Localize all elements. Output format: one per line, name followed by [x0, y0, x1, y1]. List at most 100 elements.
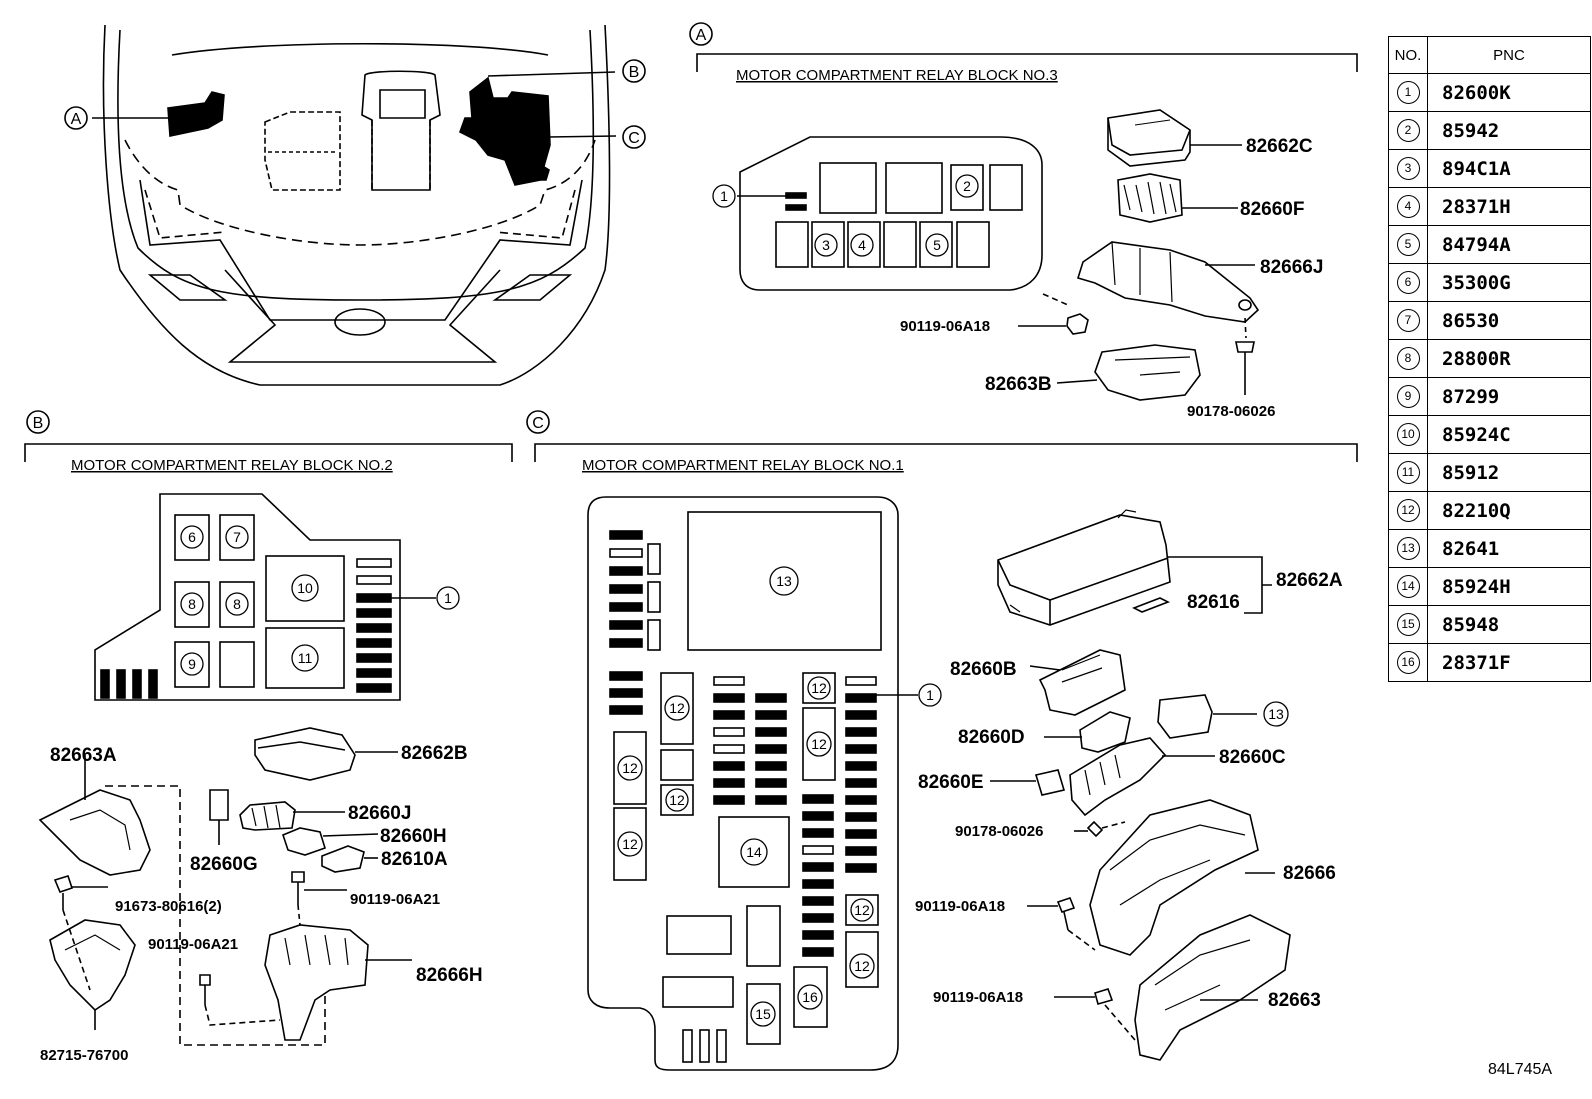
row-number: 16	[1388, 643, 1428, 682]
row-number: 14	[1388, 567, 1428, 606]
row-pnc[interactable]: 85948	[1427, 605, 1591, 644]
row-number: 5	[1388, 225, 1428, 264]
sec-c-num-12c: 12	[811, 736, 827, 752]
table-row[interactable]: 9 87299	[1388, 377, 1591, 416]
relay-block-no3-outline	[739, 136, 1043, 291]
sec-b-num-8b: 8	[233, 596, 241, 612]
sec-b-num-1: 1	[444, 590, 452, 606]
section-b-title: MOTOR COMPARTMENT RELAY BLOCK NO.2	[71, 457, 393, 474]
row-number-badge: 6	[1396, 271, 1420, 294]
part-82663A[interactable]: 82663A	[50, 745, 117, 766]
part-82610A[interactable]: 82610A	[381, 849, 448, 870]
row-number-badge: 15	[1396, 613, 1420, 636]
sec-c-num-12a: 12	[669, 700, 685, 716]
part-82715-76700[interactable]: 82715-76700	[40, 1047, 128, 1064]
part-82663B[interactable]: 82663B	[985, 374, 1052, 395]
table-row[interactable]: 6 35300G	[1388, 263, 1591, 302]
row-number-badge: 9	[1396, 385, 1420, 408]
header-pnc: PNC	[1427, 36, 1591, 74]
table-row[interactable]: 8 28800R	[1388, 339, 1591, 378]
row-number: 6	[1388, 263, 1428, 302]
sec-c-num-13b: 13	[1268, 706, 1284, 722]
part-82666H[interactable]: 82666H	[416, 965, 483, 986]
sec-c-num-12g: 12	[854, 902, 870, 918]
part-82662A[interactable]: 82662A	[1276, 570, 1343, 591]
part-90119-06A18-a[interactable]: 90119-06A18	[900, 318, 990, 335]
table-row[interactable]: 15 85948	[1388, 605, 1591, 644]
sec-c-num-12b: 12	[811, 680, 827, 696]
row-pnc[interactable]: 894C1A	[1427, 149, 1591, 188]
callout-a-circle	[64, 106, 88, 130]
sec-b-num-7: 7	[233, 529, 241, 545]
row-pnc[interactable]: 84794A	[1427, 225, 1591, 264]
row-number: 8	[1388, 339, 1428, 378]
part-82660B[interactable]: 82660B	[950, 659, 1017, 680]
sec-c-num-16: 16	[802, 989, 818, 1005]
row-pnc[interactable]: 85942	[1427, 111, 1591, 150]
part-90119-06A21-a[interactable]: 90119-06A21	[350, 891, 440, 908]
row-number-badge: 4	[1396, 195, 1420, 218]
part-82660E[interactable]: 82660E	[918, 772, 984, 793]
row-pnc[interactable]: 86530	[1427, 301, 1591, 340]
sec-c-num-12f: 12	[622, 836, 638, 852]
row-pnc[interactable]: 35300G	[1427, 263, 1591, 302]
row-pnc[interactable]: 28371H	[1427, 187, 1591, 226]
part-82660D[interactable]: 82660D	[958, 727, 1025, 748]
part-82662B[interactable]: 82662B	[401, 743, 468, 764]
table-row[interactable]: 13 82641	[1388, 529, 1591, 568]
row-pnc[interactable]: 85924H	[1427, 567, 1591, 606]
row-number: 9	[1388, 377, 1428, 416]
row-pnc[interactable]: 82641	[1427, 529, 1591, 568]
row-pnc[interactable]: 28371F	[1427, 643, 1591, 682]
section-a-marker: A	[696, 27, 707, 44]
table-row[interactable]: 16 28371F	[1388, 643, 1591, 682]
part-82660G[interactable]: 82660G	[190, 854, 258, 875]
row-pnc[interactable]: 85912	[1427, 453, 1591, 492]
part-90119-06A18-c2[interactable]: 90119-06A18	[933, 989, 1023, 1006]
section-a-bracket	[696, 53, 1358, 72]
row-pnc[interactable]: 82600K	[1427, 73, 1591, 112]
part-82666J[interactable]: 82666J	[1260, 257, 1323, 278]
relay-block-no2-outline	[94, 493, 401, 701]
part-90119-06A21-b[interactable]: 90119-06A21	[148, 936, 238, 953]
row-pnc[interactable]: 28800R	[1427, 339, 1591, 378]
row-pnc[interactable]: 82210Q	[1427, 491, 1591, 530]
part-82616[interactable]: 82616	[1187, 592, 1240, 613]
row-pnc[interactable]: 85924C	[1427, 415, 1591, 454]
part-82660H[interactable]: 82660H	[380, 826, 447, 847]
part-82662C[interactable]: 82662C	[1246, 136, 1313, 157]
section-b-marker-circle	[26, 410, 50, 434]
part-90178-06026-c[interactable]: 90178-06026	[955, 823, 1043, 840]
section-a-marker-circle	[689, 22, 713, 46]
part-91673-80616[interactable]: 91673-80616(2)	[115, 898, 222, 915]
relay-block-no1-cells	[609, 511, 918, 1063]
sec-b-num-6: 6	[188, 529, 196, 545]
part-90178-06026-a[interactable]: 90178-06026	[1187, 403, 1275, 420]
row-number-badge: 8	[1396, 347, 1420, 370]
part-82660F[interactable]: 82660F	[1240, 199, 1304, 220]
part-90119-06A18-c1[interactable]: 90119-06A18	[915, 898, 1005, 915]
table-row[interactable]: 4 28371H	[1388, 187, 1591, 226]
sec-b-num-8a: 8	[188, 596, 196, 612]
part-82666[interactable]: 82666	[1283, 863, 1336, 884]
sec-a-num-3: 3	[822, 237, 830, 253]
row-number-badge: 3	[1396, 157, 1420, 180]
part-82660J[interactable]: 82660J	[348, 803, 411, 824]
row-pnc[interactable]: 87299	[1427, 377, 1591, 416]
part-82660C[interactable]: 82660C	[1219, 747, 1286, 768]
callout-b-letter: B	[629, 64, 640, 81]
sec-c-num-15: 15	[755, 1006, 771, 1022]
row-number-badge: 16	[1396, 651, 1420, 674]
row-number-badge: 13	[1396, 537, 1420, 560]
part-82663[interactable]: 82663	[1268, 990, 1321, 1011]
table-row[interactable]: 3 894C1A	[1388, 149, 1591, 188]
